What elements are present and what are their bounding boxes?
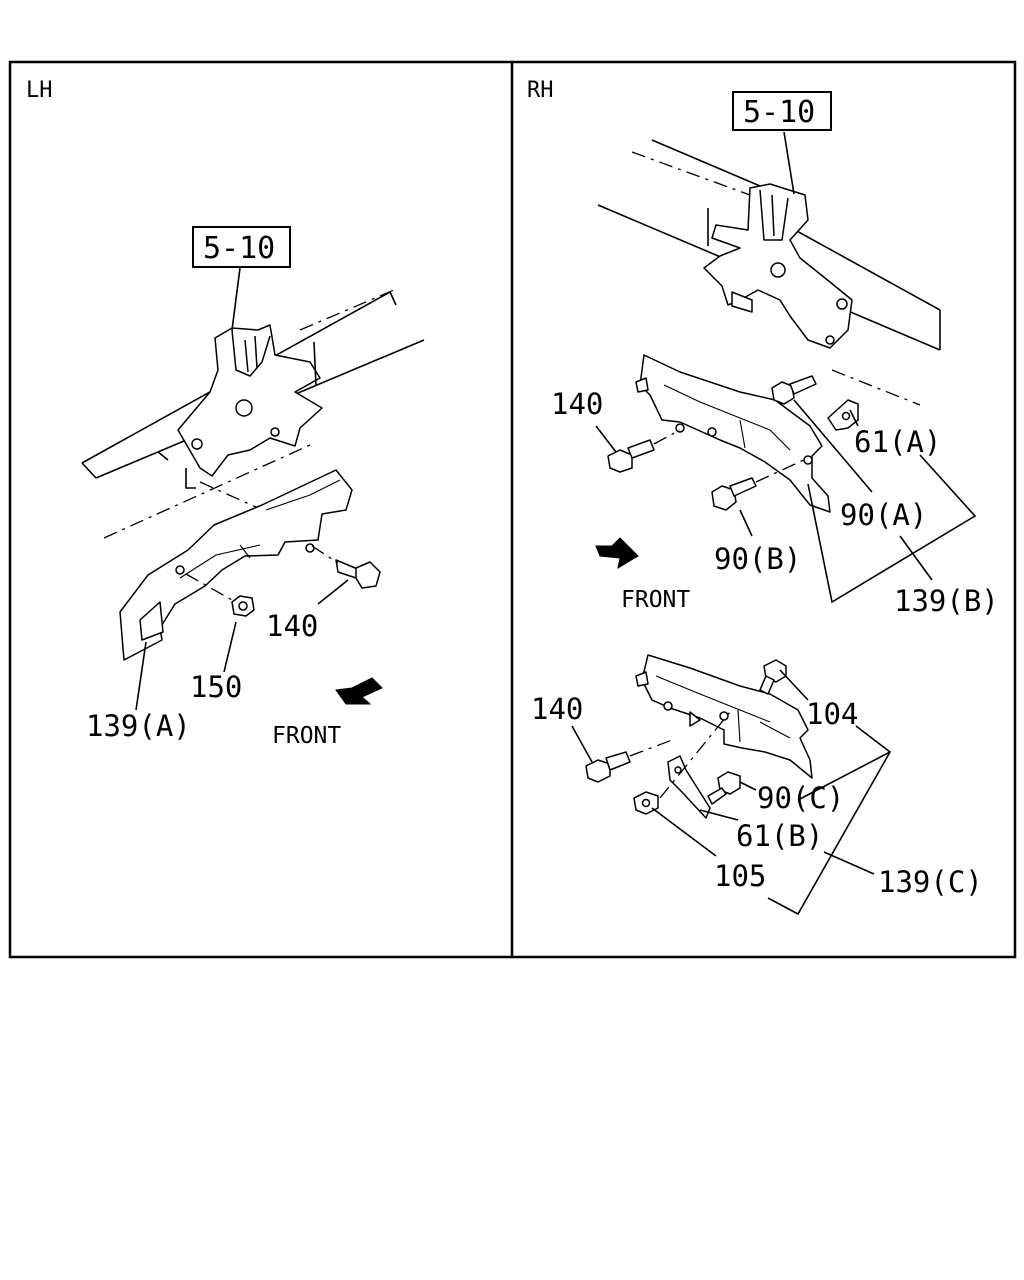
right-panel-header: RH <box>527 78 554 103</box>
left-panel: LH <box>26 78 425 749</box>
left-callout-139a: 139(A) <box>86 709 191 743</box>
left-callout-140: 140 <box>266 609 318 643</box>
right-callout-90c: 90(C) <box>757 781 844 815</box>
right-callout-139b: 139(B) <box>894 584 999 618</box>
right-bolt-90b <box>711 457 809 511</box>
left-front-arrow-icon <box>335 677 383 705</box>
right-bracket-61b <box>667 755 711 819</box>
left-nut-150 <box>185 573 255 617</box>
left-callout-150: 150 <box>190 670 242 704</box>
right-shield-139c <box>635 654 813 779</box>
right-shield-139b <box>635 354 831 513</box>
right-reference-box <box>732 91 832 131</box>
right-callout-90b: 90(B) <box>714 542 801 576</box>
right-bolt-90c <box>707 771 741 805</box>
right-callout-105: 105 <box>714 859 766 893</box>
right-callout-61a: 61(A) <box>854 425 941 459</box>
left-bolt-140 <box>311 545 381 589</box>
left-panel-header: LH <box>26 78 53 103</box>
left-front-label: FRONT <box>272 723 341 749</box>
right-engine-mount <box>703 183 853 349</box>
right-bolt-104 <box>759 659 787 695</box>
right-panel: RH <box>527 78 999 916</box>
right-front-label: FRONT <box>621 587 690 613</box>
right-reference-label: 5-10 <box>743 95 815 130</box>
right-bolt-90a <box>771 375 817 405</box>
left-reference-label: 5-10 <box>203 231 275 266</box>
left-reference-box <box>192 226 291 268</box>
right-bolt-140-upper <box>607 429 681 473</box>
right-front-arrow-icon <box>595 537 639 570</box>
right-bracket-61a <box>827 399 859 431</box>
right-callout-139c: 139(C) <box>878 865 983 899</box>
left-engine-mount <box>157 324 323 509</box>
right-callout-104: 104 <box>806 697 858 731</box>
right-bolt-140-lower <box>585 739 673 783</box>
right-callout-61b: 61(B) <box>736 819 823 853</box>
right-callout-140-lower: 140 <box>531 692 583 726</box>
right-callout-90a: 90(A) <box>840 498 927 532</box>
right-callout-140-upper: 140 <box>551 387 603 421</box>
